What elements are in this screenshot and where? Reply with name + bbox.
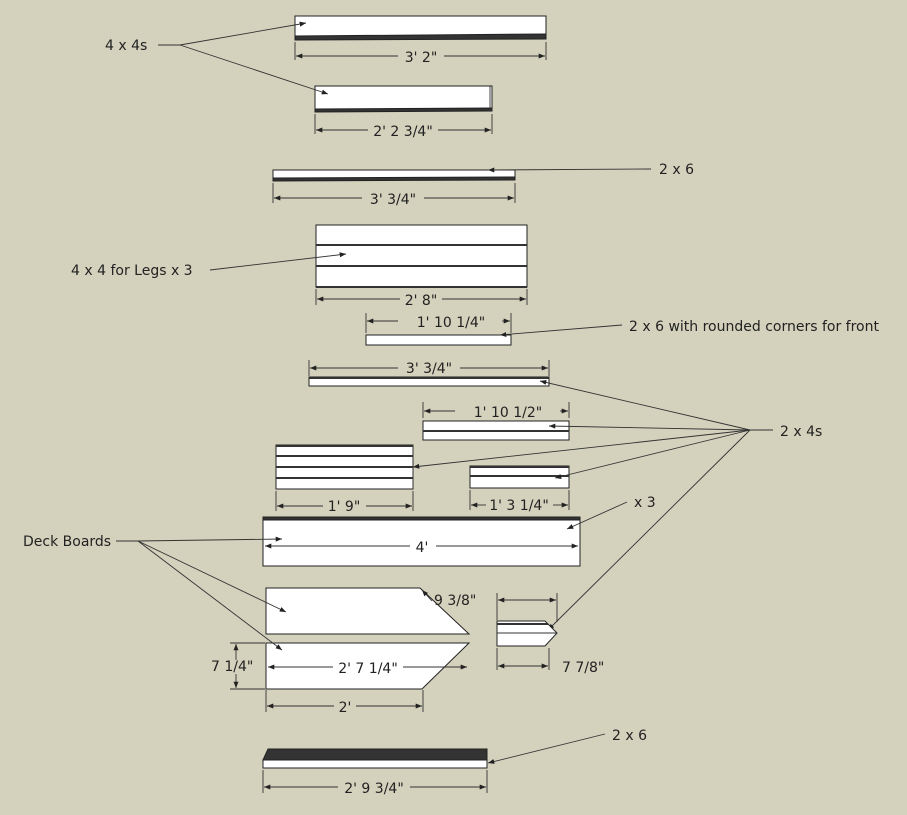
board-deck-angled-top bbox=[265, 587, 471, 635]
board-2x4-bevel-block bbox=[496, 620, 558, 647]
dimension-2ft-2-3-4in: 2' 2 3/4" bbox=[314, 114, 493, 140]
board-2x6-bottom bbox=[262, 748, 488, 769]
label-4x4s: 4 x 4s bbox=[105, 38, 147, 54]
dimension-1ft-9in: 1' 9" bbox=[275, 491, 414, 515]
dimension-2ft: 2' bbox=[265, 690, 424, 716]
board-4x4-second bbox=[314, 85, 493, 113]
board-deck-4ft: 4' bbox=[262, 516, 581, 567]
dimension-text: 2' 9 3/4" bbox=[344, 781, 404, 797]
dimension-1ft-10-1-2in: 1' 10 1/2" bbox=[422, 402, 570, 421]
dimension-text: 2' 7 1/4" bbox=[338, 661, 398, 677]
dimension-9-3-8in: 9 3/8" bbox=[421, 589, 476, 609]
board-legs-stack bbox=[315, 224, 528, 288]
board-deck-angled-bottom bbox=[265, 642, 471, 690]
dimension-text: 2' 8" bbox=[405, 293, 438, 309]
dimension-text: 7 1/4" bbox=[211, 659, 253, 675]
board-2x4-short bbox=[469, 465, 570, 489]
board-2x4-long bbox=[308, 376, 550, 387]
label-legs: 4 x 4 for Legs x 3 bbox=[71, 263, 193, 279]
dimension-2ft-7-1-4in: 2' 7 1/4" bbox=[268, 661, 467, 677]
label-x3: x 3 bbox=[634, 495, 656, 511]
dimension-text: 1' 10 1/2" bbox=[474, 405, 542, 421]
dimension-3ft-3-4in-a: 3' 3/4" bbox=[272, 183, 516, 208]
board-4x4-top bbox=[294, 15, 547, 41]
dimension-1ft-10-1-4in: 1' 10 1/4" bbox=[365, 313, 512, 333]
dimension-text: 9 3/8" bbox=[434, 593, 476, 609]
board-2x6-upper bbox=[272, 169, 516, 182]
dimension-2ft-8in: 2' 8" bbox=[315, 289, 528, 309]
board-2x4-stack bbox=[275, 444, 414, 490]
dimension-text: 1' 9" bbox=[328, 499, 361, 515]
label-2x6-upper: 2 x 6 bbox=[659, 162, 694, 178]
dimension-text: 3' 2" bbox=[405, 50, 438, 66]
dimension-text: 3' 3/4" bbox=[370, 192, 416, 208]
dimension-small-block-top bbox=[496, 593, 558, 622]
dimension-text: 1' 3 1/4" bbox=[489, 498, 549, 514]
board-2x4-pair bbox=[422, 420, 570, 441]
dimension-3ft-2in: 3' 2" bbox=[294, 42, 547, 66]
dimension-text: 2' 2 3/4" bbox=[373, 124, 433, 140]
dimension-text: 7 7/8" bbox=[562, 660, 604, 676]
label-deck-boards: Deck Boards bbox=[23, 534, 111, 550]
dimension-text: 4' bbox=[416, 540, 429, 556]
board-2x6-front bbox=[365, 334, 512, 346]
dimension-text: 3' 3/4" bbox=[406, 361, 452, 377]
dimension-3ft-3-4in-b: 3' 3/4" bbox=[308, 360, 550, 377]
label-2x4s: 2 x 4s bbox=[780, 424, 822, 440]
dimension-text: 2' bbox=[339, 700, 352, 716]
label-front: 2 x 6 with rounded corners for front bbox=[629, 319, 879, 335]
label-2x6-bottom: 2 x 6 bbox=[612, 728, 647, 744]
dimension-1ft-3-1-4in: 1' 3 1/4" bbox=[469, 490, 570, 514]
dimension-7-1-4in: 7 1/4" bbox=[211, 642, 265, 690]
dimension-2ft-9-3-4in: 2' 9 3/4" bbox=[262, 770, 488, 797]
dimension-text: 1' 10 1/4" bbox=[417, 315, 485, 331]
dimension-7-7-8in: 7 7/8" bbox=[496, 648, 604, 676]
